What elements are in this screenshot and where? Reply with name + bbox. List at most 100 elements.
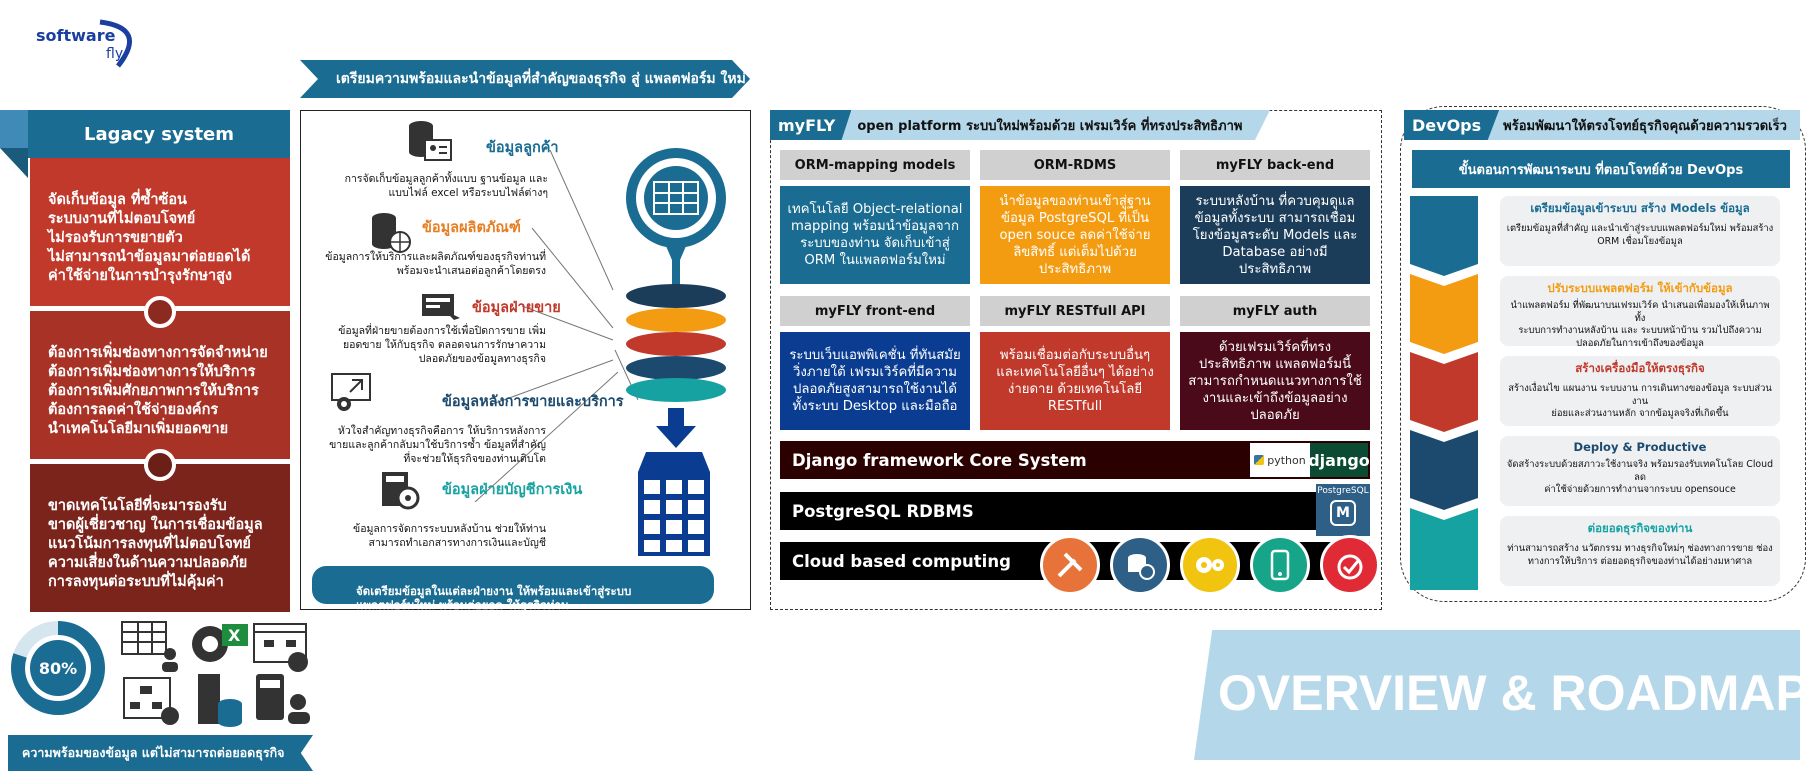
step-chevron-5 <box>1410 508 1478 590</box>
top-banner: เตรียมความพร้อมและนำข้อมูลที่สำคัญของธุร… <box>300 60 750 98</box>
cloud-bar-text: Cloud based computing <box>792 551 1011 571</box>
calculator-user-icon <box>256 674 310 724</box>
module-head-orm-mapping: ORM-mapping models <box>780 150 970 180</box>
legacy-bottom-banner: ความพร้อมของข้อมูล แต่ไม่สามารถต่อยอดธุร… <box>8 735 313 771</box>
readiness-percent: 80% <box>38 658 78 678</box>
after-sales-icon <box>331 373 371 411</box>
postgres-logo-text: PostgreSQL <box>1317 486 1369 496</box>
module-body-auth: ด้วยเฟรมเวิร์คที่ทรง ประสิทธิภาพ แพลตฟอร… <box>1180 332 1370 430</box>
legacy-title: Lagacy system <box>83 123 235 145</box>
network-window-icon <box>253 623 308 672</box>
step-card-2: ปรับระบบแพลตฟอร์ม ให้เข้ากับข้อมูล นำแพล… <box>1500 276 1780 349</box>
logo-text-fly: fly <box>106 46 124 62</box>
postgres-elephant-icon: M <box>1330 500 1356 526</box>
python-logo-text: python <box>1267 453 1306 467</box>
sales-icon <box>422 294 460 320</box>
prep-item-title-2: ข้อมูลผลิตภัณฑ์ <box>422 220 521 236</box>
step-title-3: สร้างเครื่องมือให้ตรงธุรกิจ <box>1575 361 1705 375</box>
prep-item-desc-5: ข้อมูลการจัดการระบบหลังบ้าน ช่วยให้ท่าน … <box>353 523 546 549</box>
myfly-tag: myFLY <box>770 110 852 140</box>
product-database-icon <box>372 213 411 253</box>
accounting-icon <box>382 472 420 510</box>
postgres-logo: PostgreSQL M <box>1316 484 1370 536</box>
legacy-connector-dot-1 <box>144 296 176 328</box>
legacy-card-1: จัดเก็บข้อมูล ที่ซ้ำซ้อน ระบบงานที่ไม่ตอ… <box>30 158 290 308</box>
prep-item-title-1: ข้อมูลลูกค้า <box>486 140 559 156</box>
python-logo: python <box>1250 443 1310 477</box>
step-card-1: เตรียมข้อมูลเข้าระบบ สร้าง Models ข้อมูล… <box>1500 196 1780 266</box>
legacy-header: Lagacy system <box>28 110 290 158</box>
prep-item-title-5: ข้อมูลฝ่ายบัญชีการเงิน <box>442 482 583 498</box>
data-table-globe-icon <box>626 148 726 286</box>
down-arrow-icon <box>656 408 696 448</box>
legacy-header-shadow <box>0 148 28 178</box>
prep-item-desc-3: ข้อมูลที่ฝ่ายขายต้องการใช้เพื่อปิดการขาย… <box>338 325 546 365</box>
top-banner-text: เตรียมความพร้อมและนำข้อมูลที่สำคัญของธุร… <box>336 71 746 87</box>
devops-panel <box>1400 106 1806 602</box>
devops-tag: DevOps <box>1404 110 1500 140</box>
django-logo-text: django <box>1308 450 1370 470</box>
logo: software fly <box>30 14 140 76</box>
step-chevron-3 <box>1410 352 1478 432</box>
legacy-header-fold <box>0 110 30 148</box>
legacy-card-2-text: ต้องการเพิ่มช่องทางการจัดจำหน่าย ต้องการ… <box>48 345 268 437</box>
tools-icon <box>1040 535 1100 595</box>
myfly-tag-text: myFLY <box>778 115 836 135</box>
module-body-frontend: ระบบเว็บแอพพิเคชั่น ที่ทันสมัย วิ่งภายใต… <box>780 332 970 430</box>
server-database-icon <box>198 674 242 727</box>
prep-item-desc-1: การจัดเก็บข้อมูลลูกค้าทั้งแบบ ฐานข้อมูล … <box>344 173 548 199</box>
step-chevron-4 <box>1410 430 1478 510</box>
new-platform-grid-icon <box>638 452 710 556</box>
prep-footer-text: จัดเตรียมข้อมูลในแต่ละฝ่ายงาน ให้พร้อมแล… <box>356 584 632 612</box>
prep-item-title-3: ข้อมูลฝ่ายขาย <box>472 300 561 316</box>
step-card-3: สร้างเครื่องมือให้ตรงธุรกิจ สร้างเงื่อนไ… <box>1500 356 1780 426</box>
prep-panel <box>300 110 751 610</box>
prep-item-desc-2: ข้อมูลการให้บริการและผลิตภัณฑ์ของธุรกิจท… <box>325 251 546 277</box>
django-logo: django <box>1308 443 1370 477</box>
mobile-icon <box>1250 535 1310 595</box>
overview-banner <box>1194 630 1800 760</box>
step-desc-3: สร้างเงื่อนไข แผนงาน ระบบงาน การเดินทางข… <box>1508 383 1772 419</box>
database-shield-icon <box>1110 535 1170 595</box>
step-chevron-2 <box>1410 274 1478 354</box>
myfly-title: open platform ระบบใหม่พร้อมด้วย เฟรมเวิร… <box>857 118 1243 134</box>
security-check-icon <box>1320 535 1380 595</box>
overview-title: OVERVIEW & ROADMAP <box>1218 665 1809 721</box>
module-head-orm-rdms: ORM-RDMS <box>980 150 1170 180</box>
gears-icon <box>1180 535 1240 595</box>
legacy-connector-dot-2 <box>144 449 176 481</box>
legacy-card-3-text: ขาดเทคโนโลยีที่จะมารองรับ ขาดผู้เชี่ยวชา… <box>48 498 263 590</box>
module-body-orm-rdms-text: นำข้อมูลของท่านเข้าสู่ฐาน ข้อมูล Postgre… <box>999 193 1151 277</box>
readiness-gauge-core: 80% <box>30 640 86 696</box>
legacy-icons-cluster: X <box>121 621 310 727</box>
step-title-1: เตรียมข้อมูลเข้าระบบ สร้าง Models ข้อมูล <box>1530 201 1750 215</box>
step-title-2: ปรับระบบแพลตฟอร์ม ให้เข้ากับข้อมูล <box>1547 281 1733 295</box>
legacy-bottom-banner-text: ความพร้อมของข้อมูล แต่ไม่สามารถต่อยอดธุร… <box>22 745 285 760</box>
django-bar-text: Django framework Core System <box>792 450 1087 470</box>
devops-steps-header-text: ขั้นตอนการพัฒนาระบบ ที่ตอบโจทย์ด้วย DevO… <box>1458 162 1744 178</box>
legacy-card-2: ต้องการเพิ่มช่องทางการจัดจำหน่าย ต้องการ… <box>30 311 290 459</box>
logo-swoosh-icon <box>99 19 132 68</box>
step-card-5: ต่อยอดธุรกิจของท่าน ท่านสามารถสร้าง นวัต… <box>1500 516 1780 586</box>
readiness-gauge: 80% <box>8 618 108 718</box>
myfly-header: myFLY open platform ระบบใหม่พร้อมด้วย เฟ… <box>770 110 1270 140</box>
logo-text: software <box>36 26 116 45</box>
step-desc-5: ท่านสามารถสร้าง นวัตกรรม ทางธุรกิจใหม่ๆ … <box>1507 543 1773 567</box>
workflow-refresh-icon <box>123 677 179 725</box>
step-desc-1: เตรียมข้อมูลที่สำคัญ และนำเข้าสู่ระบบแพล… <box>1506 223 1774 247</box>
step-card-4: Deploy & Productive จัดสร้างระบบด้วยสภาว… <box>1500 436 1780 506</box>
customer-database-icon <box>409 121 452 161</box>
prep-item-title-4: ข้อมูลหลังการขายและบริการ <box>442 394 624 410</box>
legacy-card-1-text: จัดเก็บข้อมูล ที่ซ้ำซ้อน ระบบงานที่ไม่ตอ… <box>48 192 251 284</box>
module-body-backend: ระบบหลังบ้าน ที่ควบคุมดูแล ข้อมูลทั้งระบ… <box>1180 186 1370 284</box>
readiness-gauge-ring <box>11 621 105 715</box>
module-head-auth: myFLY auth <box>1180 296 1370 326</box>
gear-excel-icon: X <box>192 624 248 662</box>
data-layer-stack-icon <box>626 284 726 402</box>
module-body-restfull-text: พร้อมเชื่อมต่อกับระบบอื่นๆ และเทคโนโลยีอ… <box>996 348 1154 414</box>
step-chevron-1 <box>1410 196 1478 276</box>
module-body-orm-mapping-text: เทคโนโลยี Object-relational mapping พร้อ… <box>787 202 963 268</box>
data-migration-graphic <box>626 148 726 448</box>
devops-tag-text: DevOps <box>1412 115 1482 135</box>
devops-header: DevOps พร้อมพัฒนาให้ตรงโจทย์ธุรกิจคุณด้ว… <box>1404 110 1800 140</box>
